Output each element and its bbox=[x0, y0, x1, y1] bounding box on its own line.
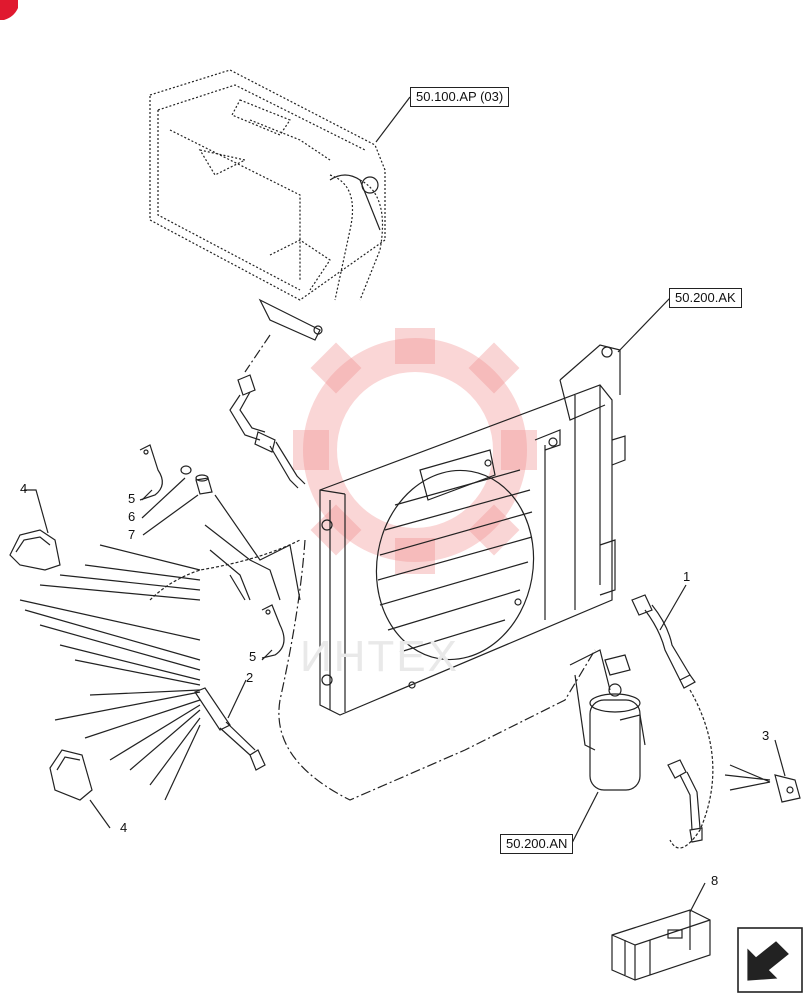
leader-5b bbox=[261, 649, 273, 661]
callout-6[interactable]: 6 bbox=[128, 509, 136, 524]
clamp-4-lower bbox=[49, 749, 93, 801]
clamp-4-upper bbox=[9, 529, 61, 571]
bracket-3-ticks bbox=[724, 764, 771, 791]
callout-1[interactable]: 1 bbox=[683, 569, 691, 584]
condenser-radiator bbox=[319, 344, 626, 716]
leader-6 bbox=[141, 477, 186, 519]
leader-4b bbox=[89, 799, 111, 829]
callout-5-lower[interactable]: 5 bbox=[249, 649, 257, 664]
center-line-loop bbox=[278, 539, 596, 801]
ref-box-condenser[interactable]: 50.200.AK bbox=[669, 288, 742, 308]
hose-1 bbox=[631, 594, 696, 689]
callout-5-upper[interactable]: 5 bbox=[128, 491, 136, 506]
condenser-fan bbox=[375, 449, 535, 689]
leader-3 bbox=[774, 739, 786, 777]
callout-7[interactable]: 7 bbox=[128, 527, 136, 542]
hose-2 bbox=[194, 687, 266, 771]
clamp-5-upper bbox=[139, 444, 163, 501]
hvac-unit bbox=[149, 69, 386, 301]
callout-2[interactable]: 2 bbox=[246, 670, 254, 685]
leader-5a bbox=[141, 489, 153, 501]
leader-8 bbox=[689, 882, 706, 913]
next-page-arrow-icon bbox=[737, 927, 803, 993]
callout-8[interactable]: 8 bbox=[711, 873, 719, 888]
hvac-outlet-fittings bbox=[258, 174, 381, 341]
washer-6 bbox=[180, 465, 192, 475]
leader-ref3 bbox=[571, 791, 599, 844]
upper-hose bbox=[229, 374, 306, 489]
bolt-7 bbox=[195, 474, 213, 495]
corner-badge-icon bbox=[0, 0, 18, 20]
drier-hose bbox=[667, 759, 703, 843]
hose-route-left bbox=[149, 539, 301, 601]
leader-7 bbox=[142, 494, 199, 536]
hose-1-route bbox=[669, 689, 714, 849]
watermark-gear-icon bbox=[303, 338, 527, 562]
leader-ref1 bbox=[375, 96, 411, 143]
leader-2 bbox=[227, 679, 247, 719]
leader-1 bbox=[659, 584, 687, 631]
ref-box-hvac[interactable]: 50.100.AP (03) bbox=[410, 87, 510, 107]
callout-4-upper[interactable]: 4 bbox=[20, 481, 28, 496]
clamp-5-lower bbox=[261, 604, 285, 659]
callout-4-lower[interactable]: 4 bbox=[120, 820, 128, 835]
receiver-drier bbox=[569, 649, 646, 791]
bracket-3 bbox=[774, 774, 801, 803]
leader-4a bbox=[24, 489, 49, 534]
part-kit-crate bbox=[611, 909, 711, 981]
watermark-text: ИНТЕХ bbox=[300, 632, 459, 681]
leader-ref2 bbox=[617, 297, 671, 353]
callout-3[interactable]: 3 bbox=[762, 728, 770, 743]
center-line-hvac bbox=[244, 334, 271, 373]
ref-box-drier[interactable]: 50.200.AN bbox=[500, 834, 574, 854]
routing-lines bbox=[19, 494, 301, 801]
